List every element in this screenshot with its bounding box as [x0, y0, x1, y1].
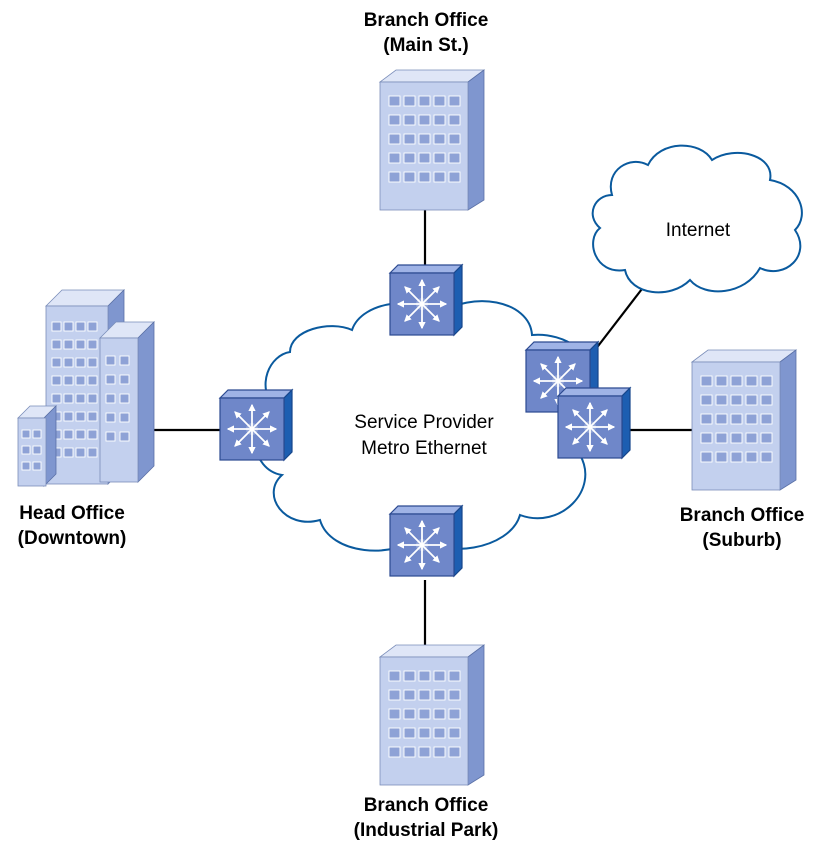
label-main-st-line1: Branch Office: [364, 10, 489, 31]
label-suburb-line1: Branch Office: [680, 505, 805, 526]
label-head-office-line2: (Downtown): [18, 528, 127, 549]
internet-cloud: [591, 144, 803, 294]
switch-industrial-park: [390, 506, 462, 576]
label-industrial-line2: (Industrial Park): [354, 820, 499, 841]
building-main-st: [379, 69, 485, 211]
switch-main-st: [390, 265, 462, 335]
building-suburb: [691, 349, 797, 491]
switch-suburb: [558, 388, 630, 458]
label-suburb-line2: (Suburb): [702, 530, 781, 551]
internet-cloud-label: Internet: [666, 220, 731, 241]
label-industrial-line1: Branch Office: [364, 795, 489, 816]
switch-head-office: [220, 390, 292, 460]
label-head-office-line1: Head Office: [19, 503, 125, 524]
metro-cloud-label-2: Metro Ethernet: [361, 438, 487, 459]
label-main-st-line2: (Main St.): [383, 35, 469, 56]
link-internet: [594, 284, 646, 351]
building-industrial-park: [379, 644, 485, 786]
building-head-office: [17, 289, 155, 487]
links: [150, 210, 696, 650]
metro-cloud-label-1: Service Provider: [354, 412, 494, 433]
